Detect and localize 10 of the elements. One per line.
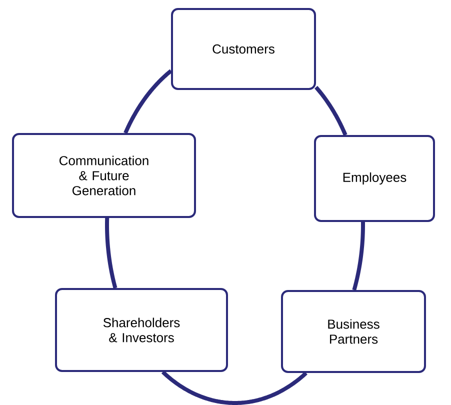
process-box: Employees <box>314 135 435 222</box>
process-box: Communication & Future Generation <box>12 133 196 218</box>
ring-connector <box>314 86 348 137</box>
process-box: Shareholders & Investors <box>55 288 228 372</box>
ring-connector <box>105 216 118 290</box>
ring-connector <box>124 69 172 134</box>
ring-connector <box>352 221 365 291</box>
ring-connector <box>161 370 308 405</box>
process-box: Business Partners <box>281 290 426 373</box>
process-box: Customers <box>171 8 316 90</box>
